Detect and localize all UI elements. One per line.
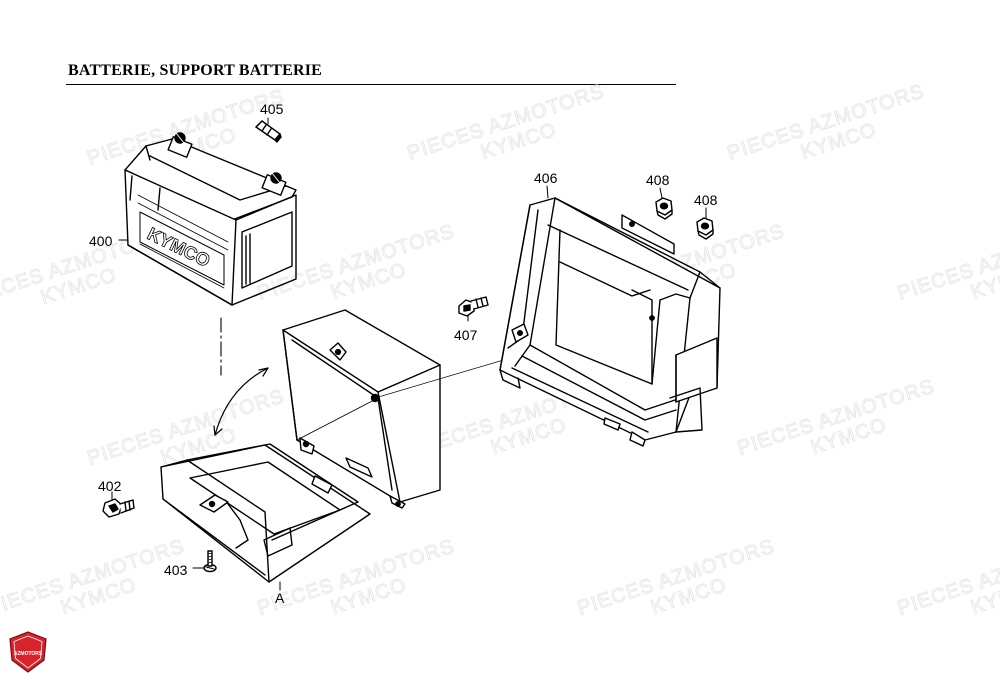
callouts: 405 400 402 403 406 407 408 408 A: [89, 101, 718, 606]
callout-405: 405: [260, 101, 284, 117]
azmotors-logo: AZMOTORS: [9, 631, 47, 673]
battery-tray: [160, 443, 371, 583]
leader-lines: [111, 117, 707, 591]
callout-406: 406: [534, 170, 558, 186]
battery-cover: [282, 309, 441, 509]
nut-408-right: [696, 217, 714, 240]
bolt-402: [102, 498, 135, 518]
screw-403: [203, 550, 217, 573]
battery-400: KYMCO: [124, 132, 297, 306]
nut-408-left: [655, 197, 673, 220]
callout-402: 402: [98, 478, 122, 494]
battery-holder-406: [499, 197, 721, 447]
callout-403: 403: [164, 562, 188, 578]
page-title: BATTERIE, SUPPORT BATTERIE: [68, 62, 323, 79]
callout-408-right: 408: [694, 192, 718, 208]
callout-400: 400: [89, 233, 113, 249]
logo-text: AZMOTORS: [14, 651, 43, 657]
callout-A: A: [275, 590, 285, 606]
title-underline: [66, 84, 676, 85]
fuse-405: [255, 120, 282, 143]
bolt-407: [458, 296, 489, 317]
swing-arrow: [213, 367, 269, 436]
callout-407: 407: [454, 327, 478, 343]
callout-408-left: 408: [646, 172, 670, 188]
